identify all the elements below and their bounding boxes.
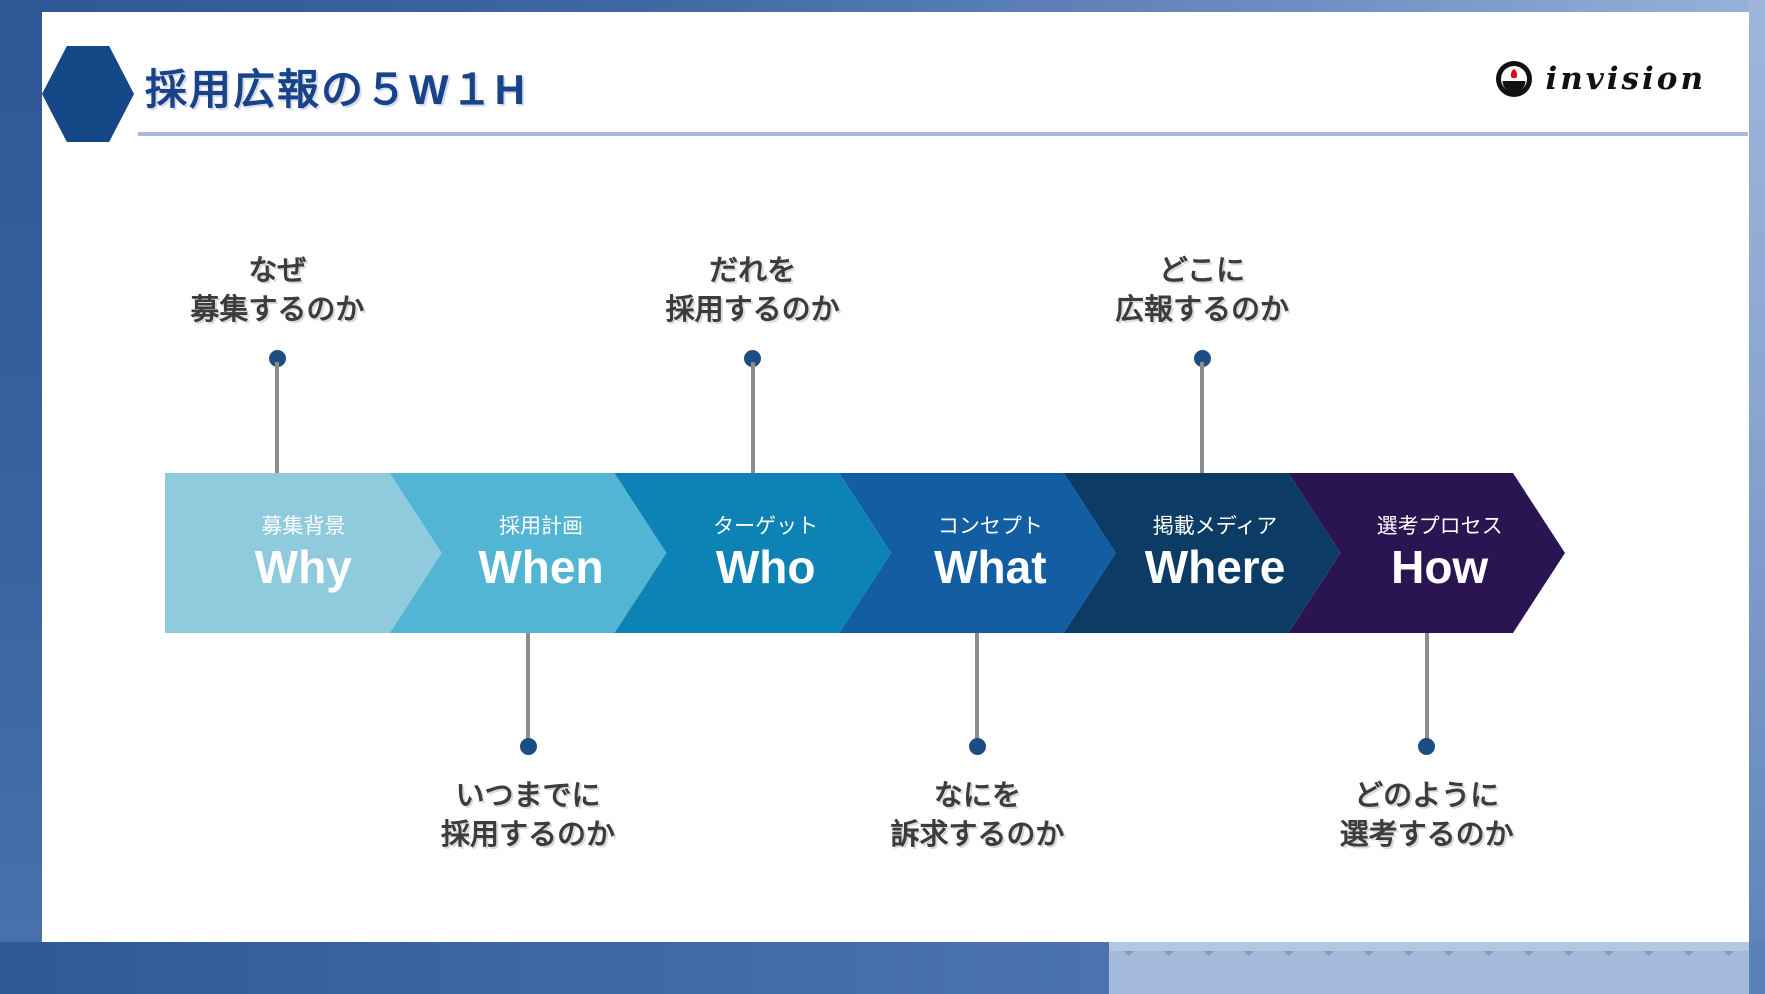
chevron-title: Who [715, 541, 816, 593]
frame-right-bar [1749, 0, 1765, 994]
callout-leader-top-where [1200, 362, 1204, 474]
callout-dot-top-why [268, 349, 286, 367]
chevron-sublabel: コンセプト [937, 515, 1043, 538]
callout-leader-top-why [275, 362, 280, 474]
callout-line-2: 広報するのか [1114, 293, 1289, 326]
callout-line-2: 選考するのか [1339, 818, 1514, 851]
frame-left-bar [0, 0, 42, 994]
callout-line-2: 採用するのか [665, 293, 840, 326]
callout-line-1: なぜ [248, 255, 307, 287]
process-chevron-band: 募集背景 Why 採用計画 When ターゲット Who コンセプト What 掲載メディア Wh… [165, 473, 1565, 633]
chevron-title: How [1391, 541, 1489, 593]
callout-dot-top-where [1193, 349, 1211, 367]
chevron-step-why[interactable]: 募集背景 Why [165, 473, 442, 633]
chevron-title: When [478, 541, 604, 593]
chevron-sublabel: ターゲット [713, 515, 819, 538]
callout-leader-top-who [750, 362, 755, 474]
callout-line-1: なにを [933, 780, 1021, 812]
callout-bottom-what: なにを訴求するのか [727, 777, 1227, 854]
chevron-sublabel: 募集背景 [261, 515, 346, 538]
callout-dot-bottom-what [968, 737, 986, 755]
hexagon-pattern-decoration [1109, 942, 1749, 994]
callout-line-2: 訴求するのか [890, 818, 1065, 851]
hexagon-bullet-icon [42, 46, 134, 142]
chevron-sublabel: 選考プロセス [1376, 515, 1503, 538]
page-title: 採用広報の５W１H [145, 66, 527, 113]
callout-line-2: 募集するのか [190, 293, 365, 326]
chevron-title: What [934, 541, 1047, 593]
callout-bottom-how: どのように選考するのか [1177, 777, 1677, 854]
callout-top-where: どこに広報するのか [952, 252, 1452, 329]
logo-wordmark: invision [1545, 61, 1706, 97]
callout-line-2: 採用するのか [440, 818, 615, 851]
callout-line-1: どこに [1158, 255, 1246, 287]
chevron-title: Why [254, 541, 352, 593]
callout-dot-bottom-when [519, 737, 537, 755]
callout-leader-bottom-what [975, 620, 980, 742]
chevron-title: Where [1144, 541, 1286, 593]
callout-line-1: だれを [709, 255, 797, 287]
brand-logo: invision [1495, 60, 1706, 98]
chevron-step-where[interactable]: 掲載メディア Where [1063, 473, 1341, 633]
title-underline-rule [138, 132, 1748, 136]
chevron-sublabel: 掲載メディア [1152, 515, 1278, 538]
callout-bottom-when: いつまでに採用するのか [278, 777, 778, 854]
chevron-sublabel: 採用計画 [498, 515, 583, 538]
callout-leader-bottom-when [526, 620, 530, 742]
callout-line-1: どのように [1354, 780, 1500, 812]
callout-top-why: なぜ募集するのか [27, 252, 527, 329]
callout-line-1: いつまでに [455, 780, 601, 812]
callout-top-who: だれを採用するのか [503, 252, 1003, 329]
callout-dot-top-who [744, 349, 762, 367]
callout-leader-bottom-how [1424, 620, 1429, 742]
invision-circle-icon [1495, 60, 1533, 98]
slide-header: 採用広報の５W１H invision [42, 30, 1748, 142]
callout-dot-bottom-how [1418, 737, 1436, 755]
